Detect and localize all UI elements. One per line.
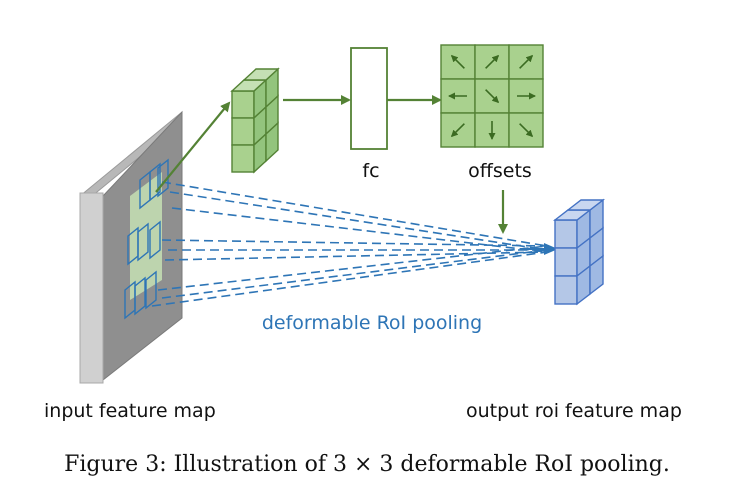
pooling-label: deformable RoI pooling [262, 312, 482, 334]
roi-bin [145, 270, 157, 310]
projection-line [164, 251, 548, 261]
projection-line [161, 239, 548, 247]
offset-arrow [485, 89, 500, 104]
blue-cube-front-cell [554, 219, 578, 249]
projection-line [151, 251, 548, 307]
roi-bins [124, 158, 169, 320]
offset-arrow [485, 54, 500, 69]
projection-line [169, 191, 548, 251]
blue-cube-front-cell [554, 275, 578, 305]
offsets-grid [440, 44, 544, 148]
output-roi-feature-cube [552, 198, 606, 306]
green-cube-front-cell [231, 117, 255, 146]
fc-label: fc [362, 160, 379, 182]
projection-line [157, 245, 548, 291]
fc-layer-box [350, 47, 388, 150]
output-feature-map-label: output roi feature map [466, 400, 682, 422]
green-cube-front-cell [231, 144, 255, 173]
pooling-projection-lines [151, 181, 558, 307]
blue-cube-side-cell [589, 254, 604, 296]
blue-cube-top-cell [565, 199, 606, 211]
offset-cell [508, 44, 544, 80]
green-cube-top-cell [242, 68, 280, 81]
roi-bin [149, 162, 161, 202]
offset-arrow [519, 123, 534, 138]
roi-bin [149, 220, 161, 260]
roi-bin [157, 158, 169, 198]
offset-arrow [450, 54, 465, 69]
roi-region [124, 158, 169, 320]
offset-arrow [450, 123, 465, 138]
roi-bin [137, 222, 149, 262]
figure-caption: Figure 3: Illustration of 3 × 3 deformab… [64, 452, 670, 477]
roi-bin [134, 276, 146, 316]
green-cube-side-cell [265, 121, 279, 163]
arrow-input-to-cube [155, 101, 231, 193]
projection-line [161, 249, 548, 299]
roi-feature-cube [230, 67, 280, 174]
roi-highlight [130, 172, 162, 300]
offset-arrow [519, 54, 534, 69]
input-map-front [79, 192, 104, 384]
input-feature-map-label: input feature map [44, 400, 216, 422]
offsets-label: offsets [468, 160, 532, 182]
projection-line [161, 181, 548, 247]
blue-cube-front-cell [554, 247, 578, 277]
green-cube-front-cell [231, 90, 255, 119]
